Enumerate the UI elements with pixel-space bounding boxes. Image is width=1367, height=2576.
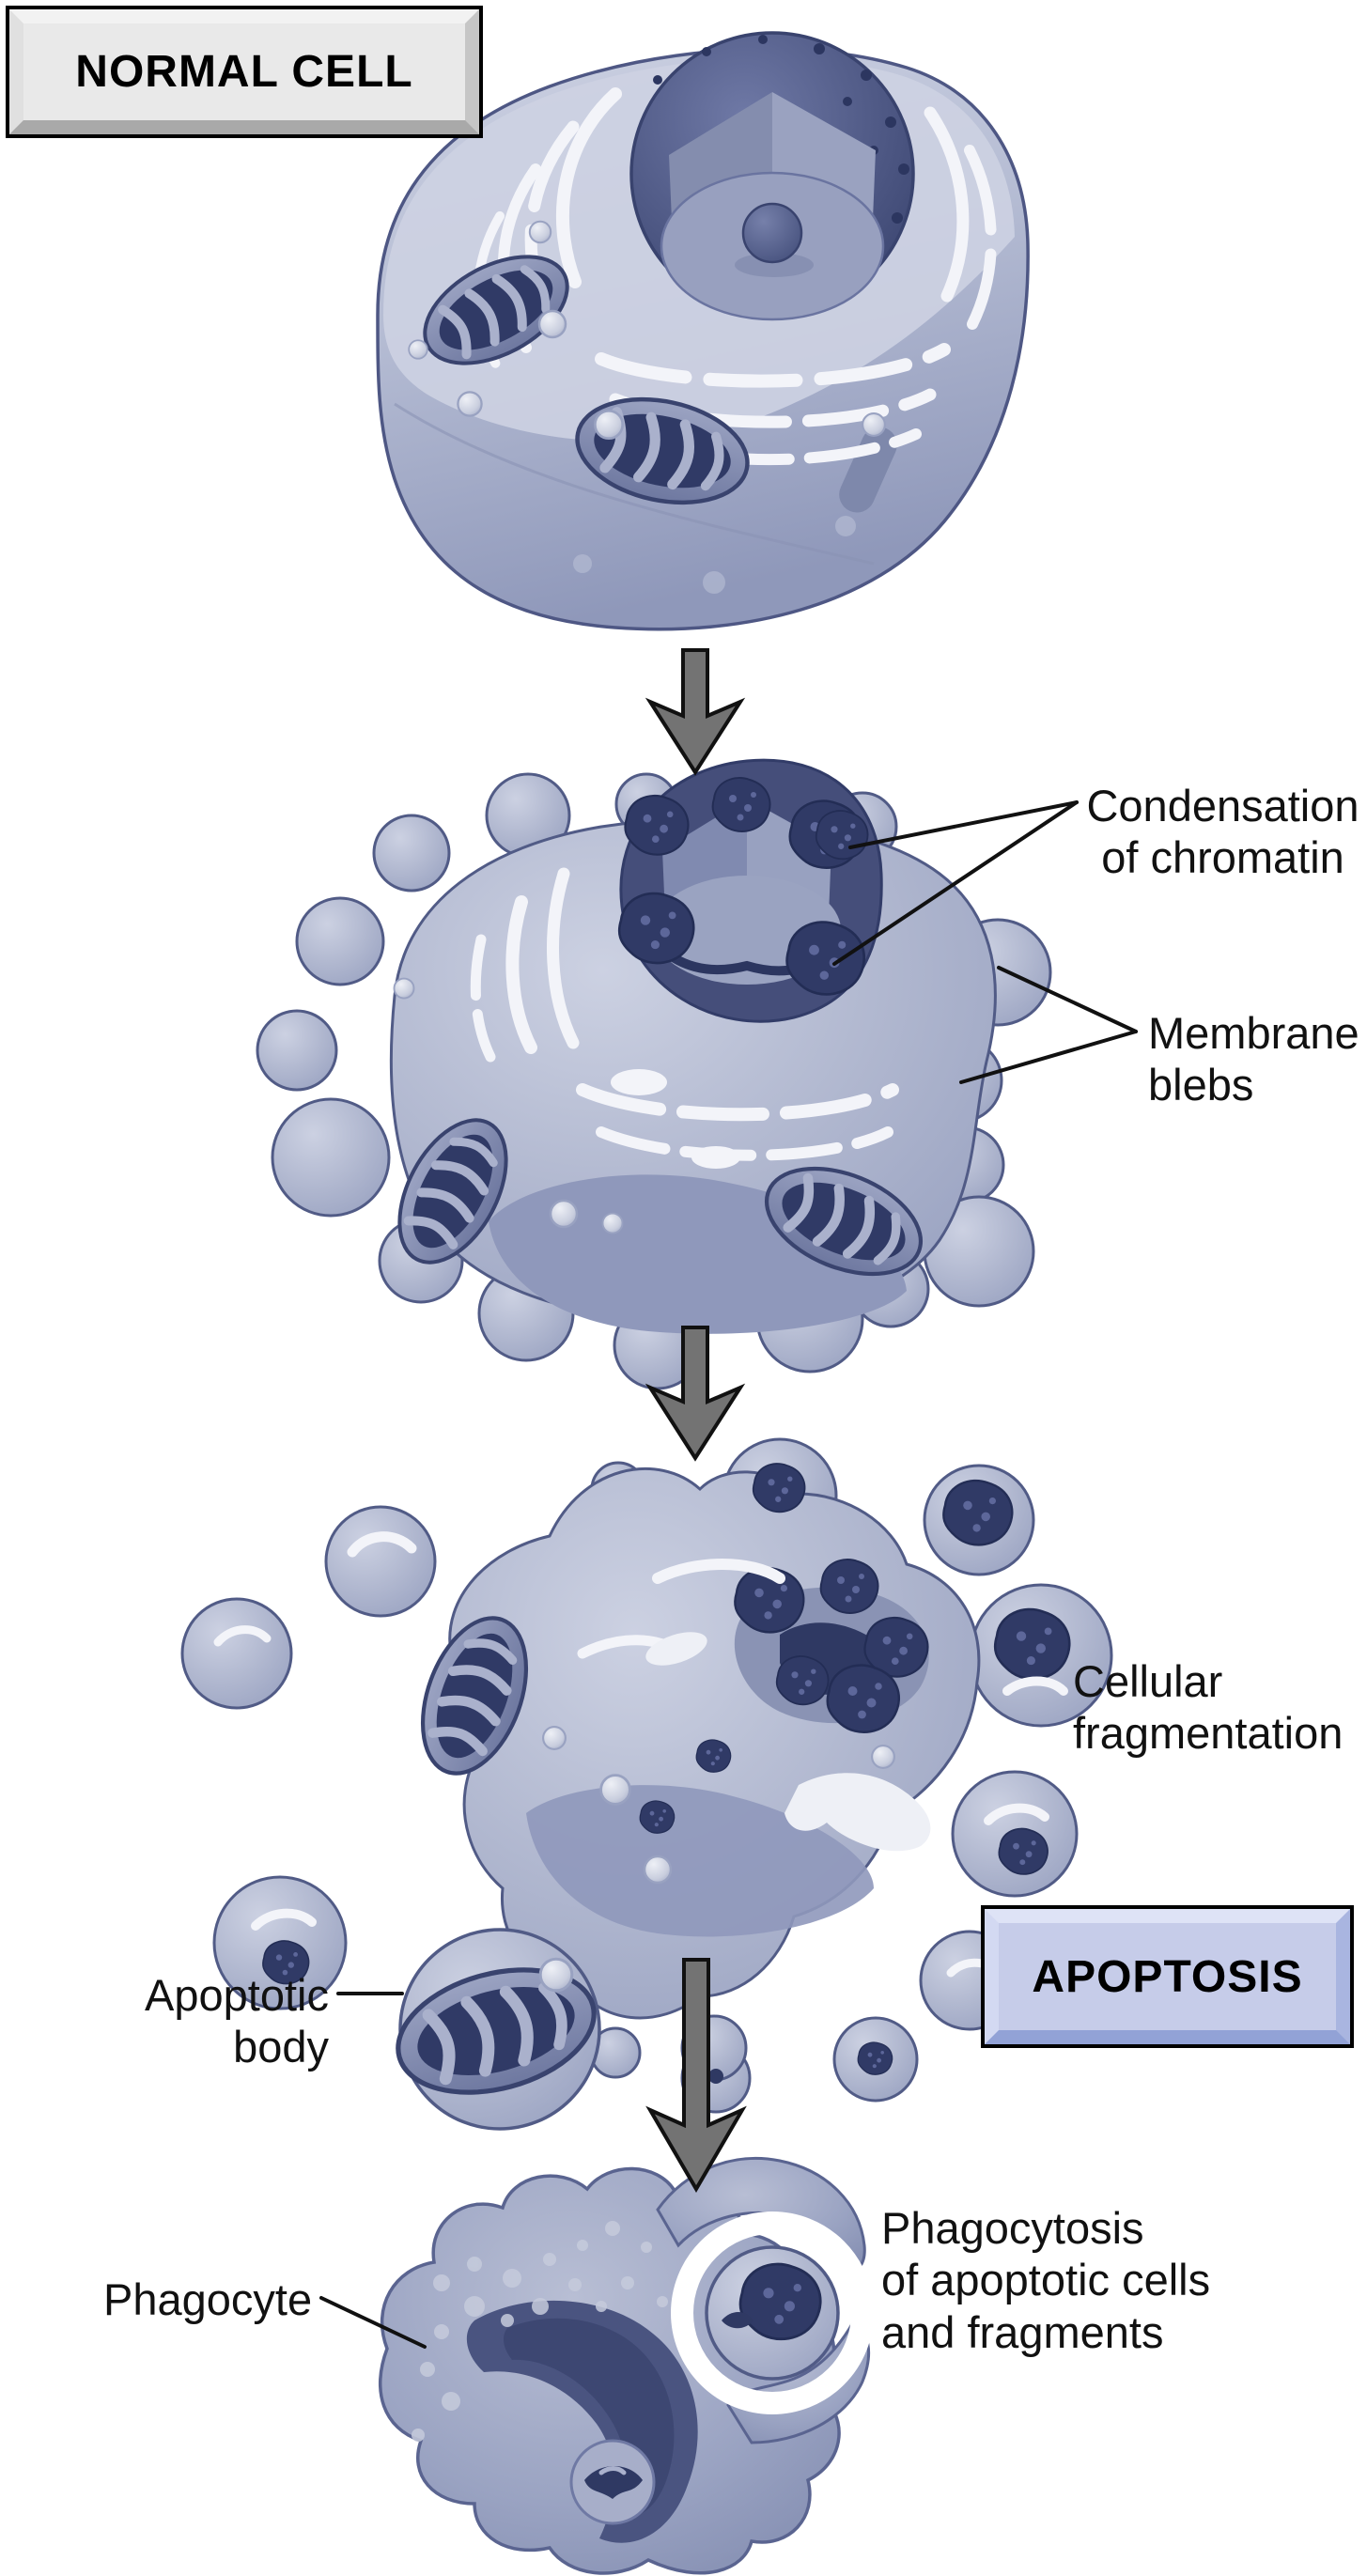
pointer-line-membrane-blebs: [997, 966, 1138, 1033]
apoptotic-body-contents: [213, 1463, 1071, 2084]
normal-cell-box-label: NORMAL CELL: [75, 47, 413, 97]
er-strands: [470, 867, 899, 1161]
phagocyte-label: Phagocyte: [103, 2274, 313, 2324]
phagocyte-illustration: [379, 2156, 874, 2575]
pointer-line-membrane-blebs: [959, 1030, 1138, 1084]
nucleus: [629, 31, 915, 321]
phagocytosis-label: Phagocytosis of apoptotic cells and frag…: [881, 2203, 1211, 2357]
granules: [412, 2221, 668, 2442]
pointer-line-condensation: [832, 800, 1079, 966]
nucleolus: [741, 202, 803, 264]
apoptotic-body: [384, 1928, 608, 2131]
fragmenting-cell-illustration: [180, 1437, 1113, 2131]
condensation-of-chromatin-label: Condensation of chromatin: [1086, 781, 1359, 883]
nucleus-condensed: [617, 758, 883, 1023]
pointer-line-phagocyte: [319, 2296, 427, 2349]
cellular-fragmentation-label: Cellular fragmentation: [1073, 1656, 1344, 1759]
engulfed-fragment-vesicle: [569, 2439, 656, 2525]
normal-cell-box: NORMAL CELL: [6, 6, 483, 138]
apoptosis-box-label: APOPTOSIS: [1032, 1951, 1303, 2002]
normal-cell-illustration: [376, 31, 1030, 631]
down-arrow-icon: [645, 1326, 746, 1462]
blebbing-cell-illustration: [256, 758, 1052, 1390]
down-arrow-icon: [645, 1958, 747, 2193]
nuclear-fragments: [639, 1559, 929, 1834]
apoptosis-box: APOPTOSIS: [981, 1905, 1354, 2048]
apoptotic-body-label: Apoptotic body: [145, 1970, 329, 2072]
pointer-line-condensation: [848, 800, 1079, 849]
organelle-rod: [839, 427, 897, 513]
membrane-blebs-label: Membrane blebs: [1148, 1008, 1359, 1110]
engulfed-apoptotic-body: [705, 2245, 840, 2381]
down-arrow-icon: [645, 648, 746, 776]
